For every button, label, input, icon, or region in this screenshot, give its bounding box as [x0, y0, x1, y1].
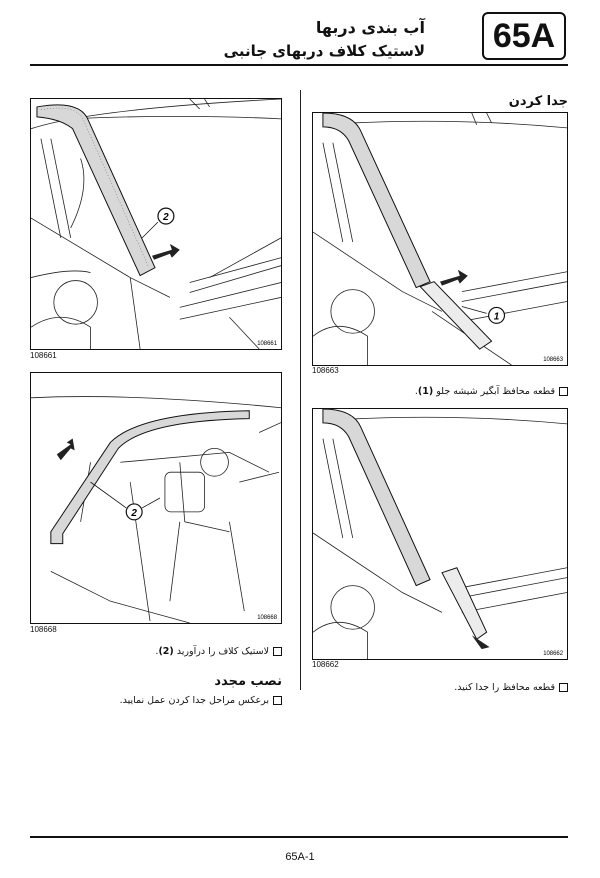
step-remove-door-seal: لاستیک کلاف را درآورید (2). [155, 646, 282, 657]
callout-2: 2 [162, 212, 169, 223]
checkbox-icon [559, 683, 568, 692]
callout-1: 1 [494, 311, 500, 322]
figure-cowl-cover-detached: 108662 [312, 408, 568, 660]
step-ref: (2) [158, 646, 174, 657]
figure-door-seal-removal: 2 108668 [30, 372, 282, 624]
figure-cowl-cover-detached-drawing: 108662 [313, 409, 567, 659]
figure-id: 108668 [30, 625, 57, 634]
figure-id: 108663 [312, 366, 339, 375]
column-divider [300, 90, 301, 690]
figure-windshield-seal-removal-drawing: 2 108661 [31, 99, 281, 349]
header-rule [30, 64, 568, 66]
removal-heading: جدا کردن [508, 94, 568, 109]
figure-cowl-cover-removal: 1 108663 [312, 112, 568, 366]
figure-id: 108661 [30, 351, 57, 360]
figure-inner-id: 108661 [257, 341, 278, 347]
step-ref: (1) [417, 386, 434, 397]
section-code-badge: 65A [482, 12, 566, 60]
checkbox-icon [273, 647, 282, 656]
figure-id: 108662 [312, 660, 339, 669]
step-detach-cover: قطعه محافظ را جدا کنید. [454, 682, 568, 693]
figure-cowl-cover-removal-drawing: 1 108663 [313, 113, 567, 365]
step-refit: برعکس مراحل جدا کردن عمل نمایید. [120, 695, 282, 706]
page-subtitle: لاستیک کلاف دربهای جانبی [223, 42, 425, 60]
page-number: 65A-1 [285, 851, 315, 863]
figure-inner-id: 108668 [257, 615, 278, 621]
step-text: لاستیک کلاف را درآورید [176, 646, 269, 657]
step-text: قطعه محافظ آبگیر شیشه جلو [436, 386, 555, 397]
checkbox-icon [559, 387, 568, 396]
page-title: آب بندی دربها [315, 18, 425, 37]
figure-inner-id: 108663 [543, 357, 564, 363]
step-text: قطعه محافظ را جدا کنید. [454, 682, 555, 693]
refit-heading: نصب مجدد [214, 674, 282, 689]
footer-rule [30, 836, 568, 838]
figure-door-seal-removal-drawing: 2 108668 [31, 396, 281, 623]
checkbox-icon [273, 696, 282, 705]
step-remove-cowl-cover: قطعه محافظ آبگیر شیشه جلو (1). [415, 386, 568, 397]
figure-inner-id: 108662 [543, 651, 563, 657]
step-text: برعکس مراحل جدا کردن عمل نمایید. [119, 695, 269, 706]
figure-windshield-seal-removal: 2 108661 [30, 98, 282, 350]
callout-2: 2 [130, 508, 137, 519]
